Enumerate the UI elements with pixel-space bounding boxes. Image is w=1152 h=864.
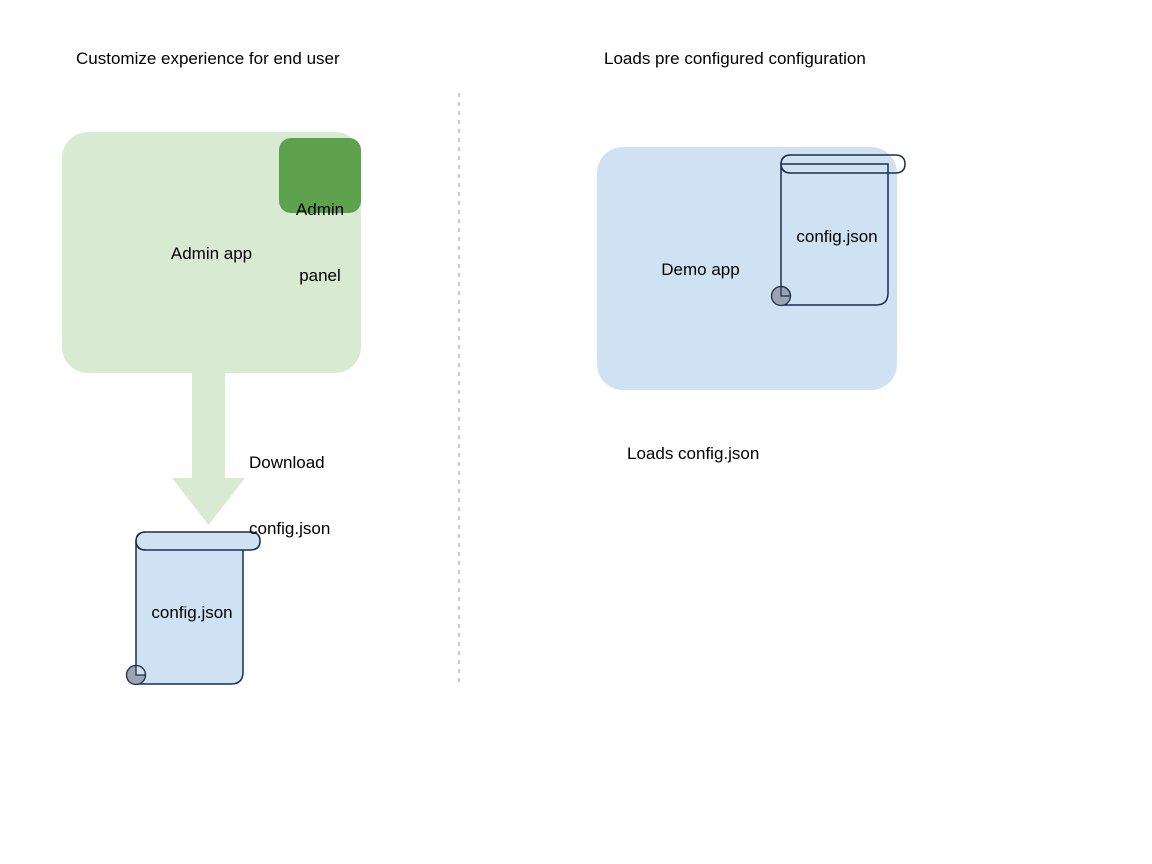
document-top-curl <box>780 154 791 174</box>
download-arrow-label-line1: Download <box>249 453 325 472</box>
download-arrow-label: Download config.json <box>249 408 449 562</box>
admin-panel-label-line1: Admin <box>295 200 345 219</box>
config-json-label-right: config.json <box>796 227 878 246</box>
document-top-curl <box>135 531 146 551</box>
admin-app-label: Admin app <box>170 244 253 263</box>
left-section-title: Customize experience for end user <box>76 49 340 68</box>
demo-app-label: Demo app <box>661 260 740 279</box>
document-top-roll <box>780 154 906 174</box>
download-arrow-label-line2: config.json <box>249 519 331 538</box>
download-arrow <box>172 371 245 525</box>
config-json-label-left: config.json <box>151 603 233 622</box>
loads-config-caption: Loads config.json <box>627 444 760 463</box>
admin-panel-label-line2: panel <box>299 266 341 285</box>
document-bottom-curl <box>125 664 147 686</box>
document-bottom-curl <box>770 285 792 307</box>
document-bottom-curl-notch <box>780 285 792 297</box>
document-top-roll <box>135 531 261 551</box>
right-section-title: Loads pre configured configuration <box>604 49 866 68</box>
document-bottom-curl-notch <box>135 664 147 676</box>
admin-panel-label: Admin panel <box>279 155 361 309</box>
